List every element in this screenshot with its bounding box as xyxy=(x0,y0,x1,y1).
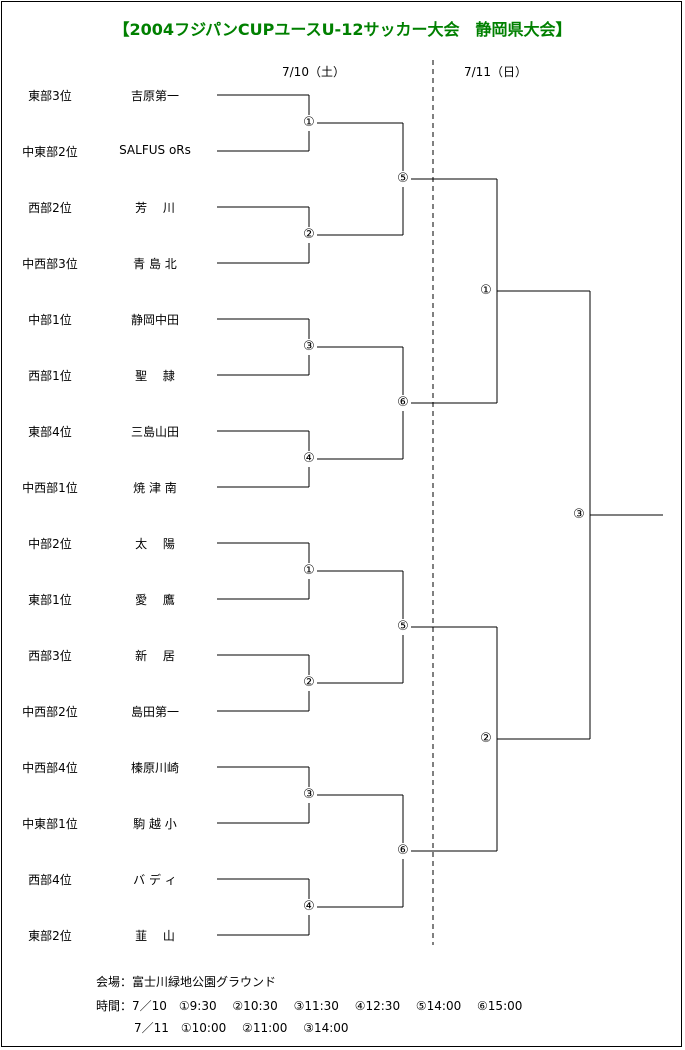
team-seed: 中東部1位 xyxy=(22,817,78,831)
team-name: バ デ ィ xyxy=(133,873,177,887)
team-seed: 中部1位 xyxy=(28,313,72,327)
date-day1: 7/10（土） xyxy=(282,65,345,79)
team-name: 駒 越 小 xyxy=(133,817,177,831)
match-number-r1: ③ xyxy=(301,339,317,355)
team-seed: 中部2位 xyxy=(28,537,72,551)
schedule-day1: 時間：7／10 ①9:30 ②10:30 ③11:30 ④12:30 ⑤14:0… xyxy=(96,999,523,1013)
team-seed: 西部1位 xyxy=(28,369,72,383)
match-number-r3: ① xyxy=(478,283,494,299)
match-number-r2: ⑥ xyxy=(395,395,411,411)
match-number-r1: ② xyxy=(301,227,317,243)
team-name: 島田第一 xyxy=(130,705,179,719)
team-name: 芳 川 xyxy=(135,201,175,215)
team-name: 青 島 北 xyxy=(133,257,177,271)
match-number-final: ③ xyxy=(571,507,587,523)
team-seed: 中東部2位 xyxy=(22,145,78,159)
team-seed: 西部3位 xyxy=(28,649,72,663)
team-name: SALFUS oRs xyxy=(119,143,191,157)
match-number-r2: ⑤ xyxy=(395,619,411,635)
tournament-title: 【2004フジパンCUPユースU-12サッカー大会 静岡県大会】 xyxy=(113,20,572,39)
team-seed: 西部2位 xyxy=(28,201,72,215)
date-day2: 7/11（日） xyxy=(464,65,527,79)
team-seed: 中西部2位 xyxy=(22,705,78,719)
team-name: 愛 鷹 xyxy=(135,593,175,607)
match-number-r1: ① xyxy=(301,115,317,131)
team-name: 三島山田 xyxy=(130,425,179,439)
team-seed: 東部3位 xyxy=(28,89,72,103)
match-number-r1: ② xyxy=(301,675,317,691)
team-seed: 中西部3位 xyxy=(22,257,78,271)
team-name: 太 陽 xyxy=(135,537,175,551)
team-name: 静岡中田 xyxy=(130,313,179,327)
match-number-r1: ④ xyxy=(301,899,317,915)
team-seed: 東部4位 xyxy=(28,425,72,439)
team-name: 榛原川崎 xyxy=(130,761,179,775)
schedule-day2: 7／11 ①10:00 ②11:00 ③14:00 xyxy=(134,1021,349,1035)
team-seed: 西部4位 xyxy=(28,873,72,887)
team-seed: 中西部4位 xyxy=(22,761,78,775)
team-name: 韮 山 xyxy=(135,929,175,943)
team-name: 焼 津 南 xyxy=(133,481,177,495)
team-seed: 東部2位 xyxy=(28,929,72,943)
team-name: 聖 隷 xyxy=(135,369,175,383)
match-number-r1: ③ xyxy=(301,787,317,803)
venue-text: 会場：富士川緑地公園グラウンド xyxy=(96,975,277,989)
team-seed: 東部1位 xyxy=(28,593,72,607)
team-name: 吉原第一 xyxy=(130,89,179,103)
match-number-r1: ① xyxy=(301,563,317,579)
team-seed: 中西部1位 xyxy=(22,481,78,495)
match-number-r2: ⑥ xyxy=(395,843,411,859)
team-name: 新 居 xyxy=(135,649,175,663)
match-number-r3: ② xyxy=(478,731,494,747)
match-number-r1: ④ xyxy=(301,451,317,467)
match-number-r2: ⑤ xyxy=(395,171,411,187)
